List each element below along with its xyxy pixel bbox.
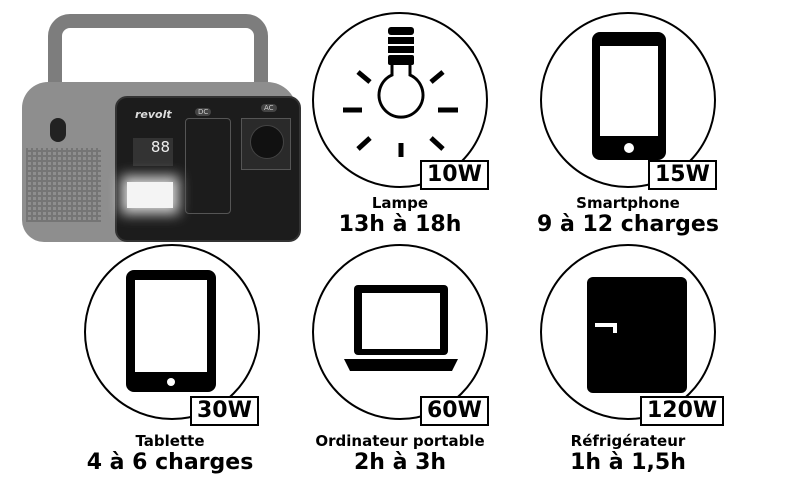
device-circle-tablet xyxy=(84,244,260,420)
device-circle-laptop xyxy=(312,244,488,420)
lcd-display: 88 xyxy=(133,138,173,166)
handle-hinge xyxy=(50,118,66,142)
tablet-icon xyxy=(126,270,216,392)
vent-grille xyxy=(26,148,101,222)
device-circle-lamp xyxy=(312,12,488,188)
device-name: Réfrigérateur xyxy=(570,432,686,450)
light-bulb-icon xyxy=(343,27,458,157)
device-duration: 13h à 18h xyxy=(338,212,462,237)
power-badge: 120W xyxy=(640,396,725,426)
device-circle-refrigerator xyxy=(540,244,716,420)
laptop-icon xyxy=(344,285,458,371)
ac-label: AC xyxy=(261,104,277,112)
device-duration: 4 à 6 charges xyxy=(86,450,254,475)
brand-logo: revolt xyxy=(135,108,172,121)
power-badge: 30W xyxy=(190,396,259,426)
ac-socket xyxy=(241,118,291,170)
dc-ports xyxy=(185,118,231,214)
device-duration: 9 à 12 charges xyxy=(537,212,719,237)
device-name: Smartphone xyxy=(576,194,680,212)
dc-label: DC xyxy=(195,108,212,116)
power-badge: 15W xyxy=(648,160,717,190)
front-panel: revolt 88 DC AC xyxy=(115,96,301,242)
power-badge: 60W xyxy=(420,396,489,426)
power-badge: 10W xyxy=(420,160,489,190)
device-duration: 1h à 1,5h xyxy=(570,450,686,475)
refrigerator-icon xyxy=(587,277,687,393)
device-circle-smartphone xyxy=(540,12,716,188)
device-name: Ordinateur portable xyxy=(315,432,485,450)
led-light xyxy=(127,182,173,208)
device-name: Tablette xyxy=(135,432,205,450)
smartphone-icon xyxy=(592,32,666,160)
device-name: Lampe xyxy=(371,194,429,212)
device-duration: 2h à 3h xyxy=(353,450,447,475)
